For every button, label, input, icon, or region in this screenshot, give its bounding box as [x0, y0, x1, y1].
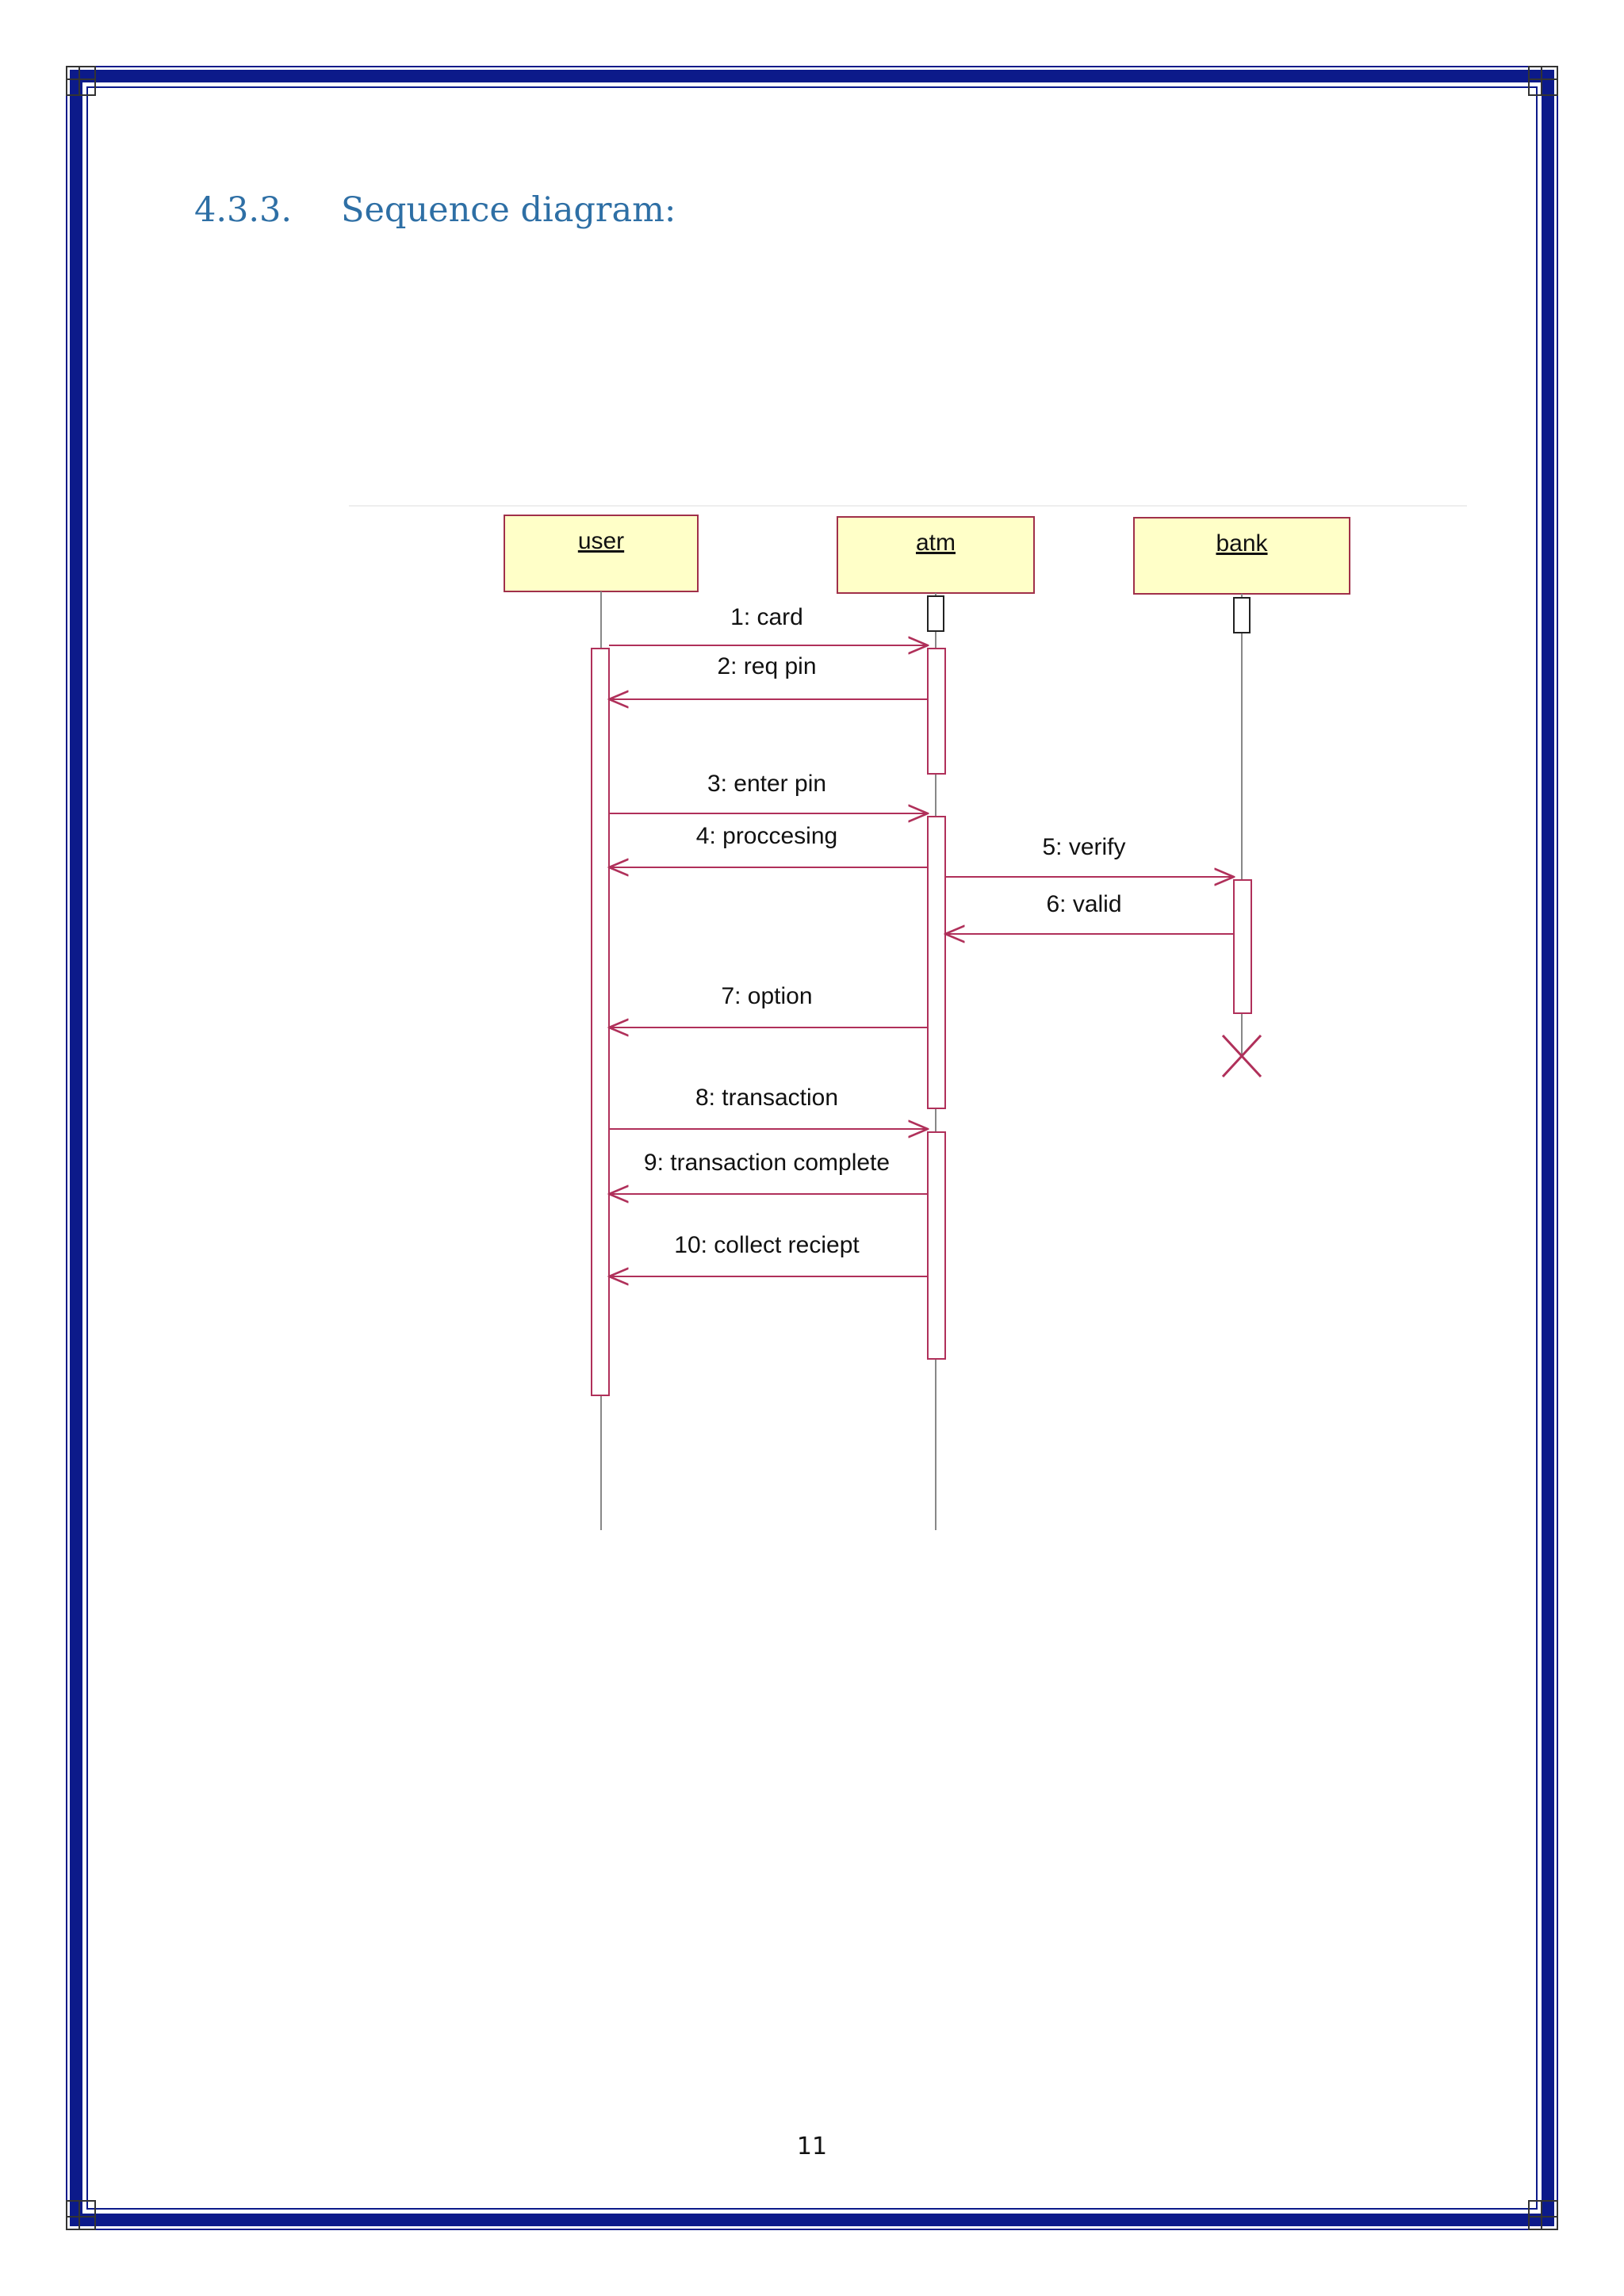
message-8-label: 8: transaction — [695, 1085, 838, 1111]
bank-initial-activation — [1233, 597, 1251, 633]
bank-activation — [1233, 879, 1252, 1014]
message-2: 2: req pin — [609, 653, 928, 699]
message-3-label: 3: enter pin — [707, 771, 826, 797]
atm-initial-activation — [927, 595, 944, 632]
message-10: 10: collect reciept — [609, 1232, 928, 1276]
message-9-label: 9: transaction complete — [644, 1150, 890, 1176]
atm-activation-3 — [927, 1131, 946, 1360]
message-7-label: 7: option — [721, 983, 812, 1009]
user-activation — [591, 648, 610, 1396]
page-number: 11 — [796, 2133, 828, 2160]
message-1: 1: card — [609, 604, 928, 645]
atm-activation-2 — [927, 816, 946, 1109]
message-9: 9: transaction complete — [609, 1150, 928, 1194]
message-3: 3: enter pin — [609, 771, 928, 813]
message-4: 4: proccesing — [609, 823, 928, 867]
participant-atm-label: atm — [916, 530, 956, 556]
section-number: 4.3.3. — [194, 190, 293, 230]
atm-activation-1 — [927, 648, 946, 775]
message-1-label: 1: card — [730, 604, 803, 630]
message-5: 5: verify — [945, 834, 1234, 877]
participant-bank: bank — [1133, 517, 1350, 595]
message-10-label: 10: collect reciept — [674, 1232, 860, 1258]
message-6-label: 6: valid — [1046, 891, 1121, 917]
message-4-label: 4: proccesing — [696, 823, 837, 849]
message-5-label: 5: verify — [1042, 834, 1125, 860]
participant-bank-label: bank — [1216, 530, 1268, 557]
message-8: 8: transaction — [609, 1085, 928, 1129]
message-2-label: 2: req pin — [717, 653, 816, 679]
participant-user-label: user — [578, 528, 624, 554]
participant-user: user — [504, 515, 699, 592]
message-6: 6: valid — [945, 891, 1234, 934]
bank-destroy-x-icon — [1221, 1034, 1262, 1078]
sequence-diagram: user atm bank 1: card 2: req pin 3: ente… — [349, 505, 1467, 1530]
participant-atm: atm — [837, 516, 1035, 594]
message-7: 7: option — [609, 983, 928, 1027]
section-title: Sequence diagram: — [341, 190, 676, 230]
